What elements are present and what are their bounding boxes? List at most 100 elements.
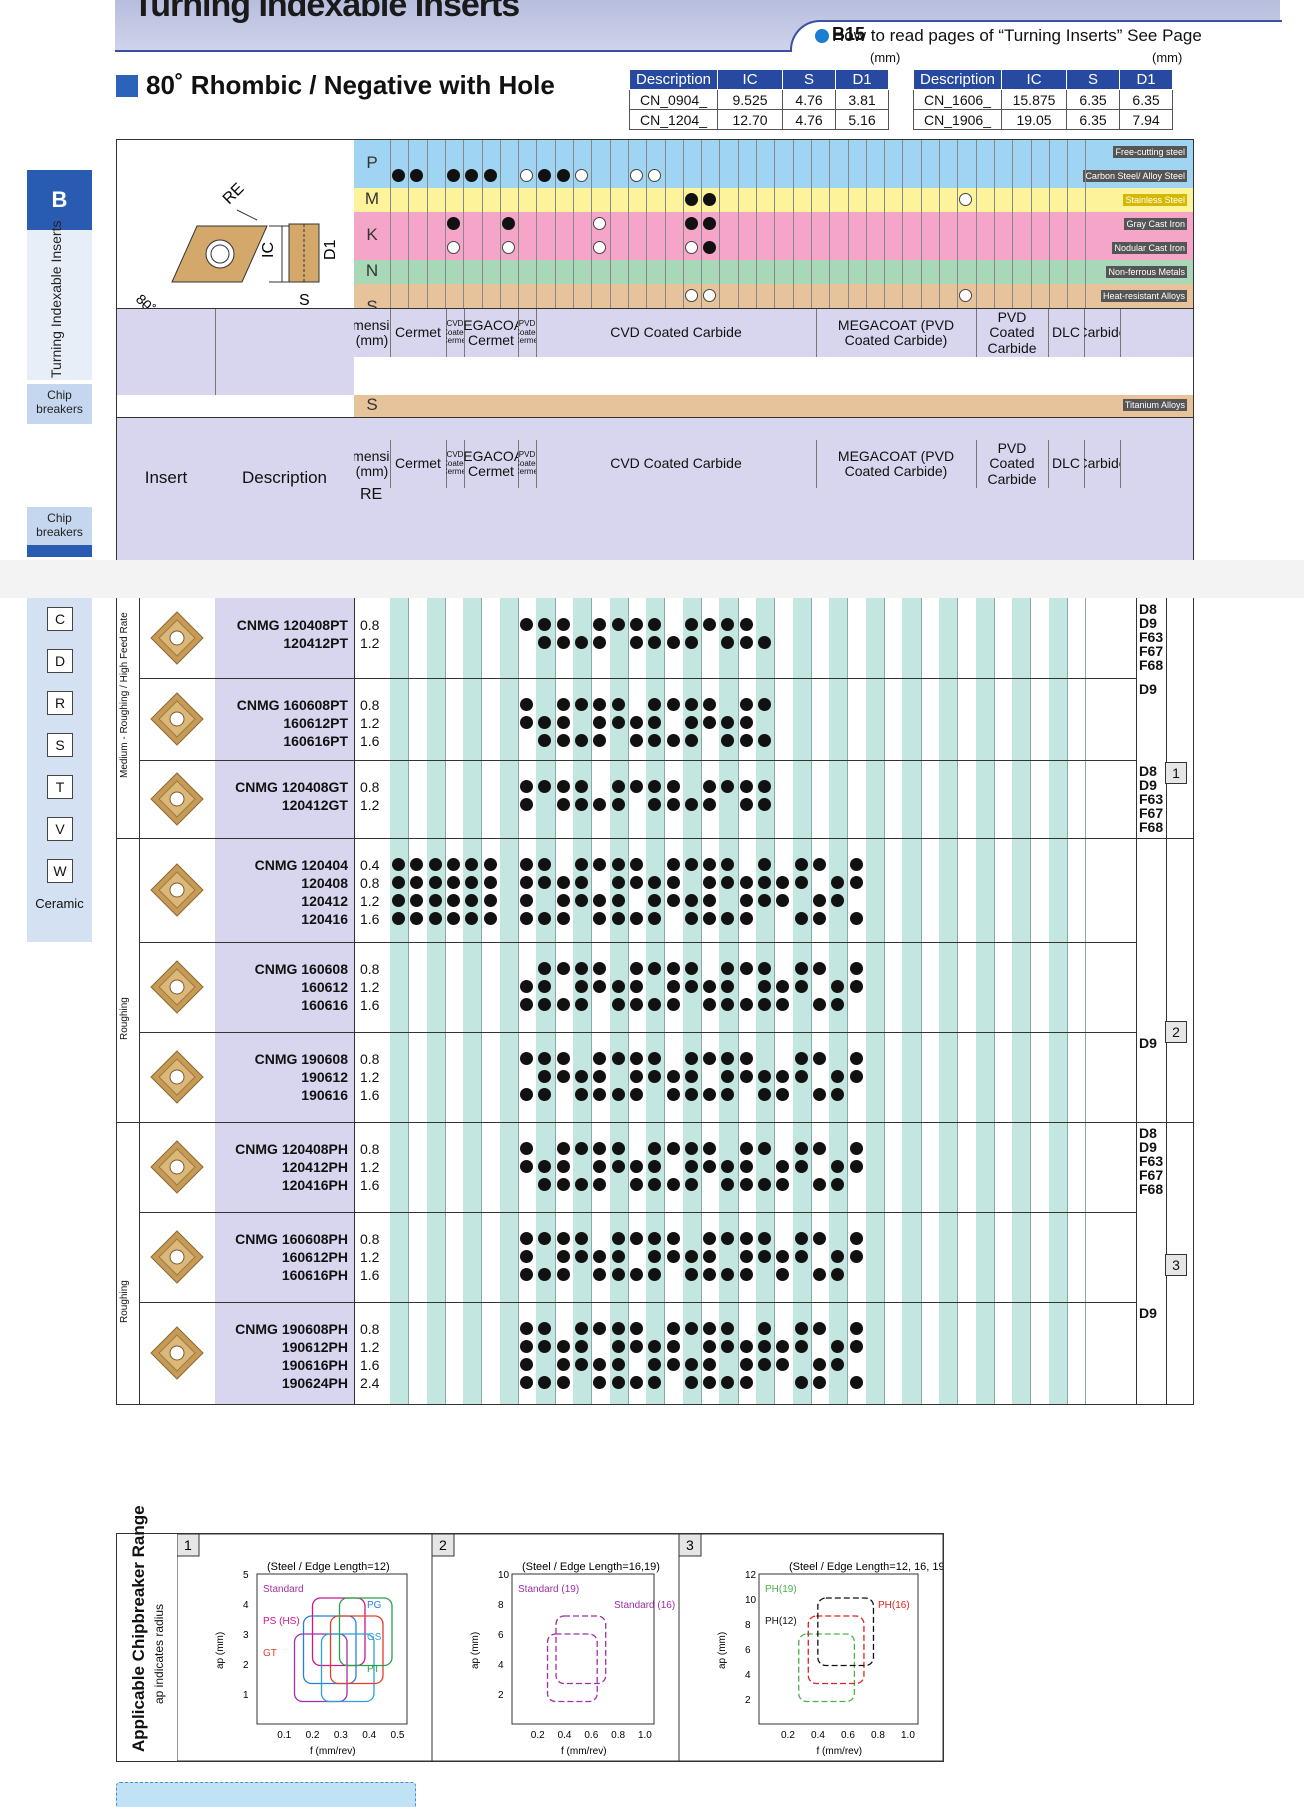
panel-title: Applicable Chipbreaker Range [129,1505,148,1752]
grid-line [1085,212,1087,260]
filled-dot-icon [776,980,790,993]
grade-header-cvd-coated-cermet: CVD Coated Cermet [446,440,465,488]
filled-dot-icon [758,876,771,889]
grade-header-cvd-coated-carbide: CVD Coated Carbide [536,440,817,488]
grid-line [701,212,703,260]
insert-description: CNMG 120408PT 120412PT [236,617,348,651]
filled-dot-icon [611,1160,625,1173]
filled-dot-icon [666,798,680,811]
sidebar-item-chip-breakers[interactable]: Chip breakers [27,384,92,424]
grid-line [1067,212,1069,260]
shape-item-v[interactable]: V [27,808,92,850]
y-tick-label: 4 [243,1600,249,1611]
filled-dot-icon [593,980,607,993]
filled-dot-icon [593,1376,607,1389]
grade-header-dimension: Dimension (mm) [354,309,391,357]
filled-dot-icon [666,876,680,889]
filled-dot-icon [831,1088,845,1101]
shape-item-ceramic[interactable]: Ceramic [27,892,92,942]
filled-dot-icon [556,998,570,1011]
grid-line [902,212,904,260]
filled-dot-icon [721,636,735,649]
filled-dot-icon [703,193,717,206]
filled-dot-icon [648,1070,662,1083]
filled-dot-icon [684,858,698,871]
grid-line [646,188,648,212]
grade-header-megacoat-pvd: MEGACOAT (PVD Coated Carbide) [816,440,977,488]
filled-dot-icon [556,1358,570,1371]
shape-item-r[interactable]: R [27,682,92,724]
panel-subtitle: ap indicates radius [152,1603,166,1704]
open-circle-icon [648,169,662,182]
grid-line [1067,140,1069,188]
grade-header-cvd-coated-carbide: CVD Coated Carbide [536,309,817,357]
shape-item-s[interactable]: S [27,724,92,766]
section-tab-b[interactable]: B [27,170,92,230]
filled-dot-icon [538,1088,552,1101]
filled-dot-icon [593,1268,607,1281]
filled-dot-icon [666,1322,680,1335]
grid-line [682,260,684,284]
filled-dot-icon [684,1376,698,1389]
filled-dot-icon [556,1232,570,1245]
filled-dot-icon [648,734,662,747]
grid-line [664,188,666,212]
cell: 12.70 [717,109,784,130]
grid-line [774,188,776,212]
filled-dot-icon [611,780,625,793]
filled-dot-icon [776,876,790,889]
series-label: PH(16) [878,1600,910,1611]
grid-line [1012,188,1014,212]
range-box-3[interactable]: 3 [1165,1254,1187,1276]
grid-line [573,140,574,188]
filled-dot-icon [776,1070,790,1083]
shape-item-c[interactable]: C [27,598,92,640]
filled-dot-icon [575,1250,588,1263]
shape-icon: R [47,691,73,715]
cell: CN_0904_ [628,89,719,110]
sidebar-item-chip-breakers[interactable]: Chip breakers [27,507,92,547]
filled-dot-icon [666,734,680,747]
shape-item-t[interactable]: T [27,766,92,808]
filled-dot-icon [703,618,717,631]
filled-dot-icon [465,169,479,182]
re-label: RE [220,180,248,208]
shape-icon: V [47,817,73,841]
shape-item-d[interactable]: D [27,640,92,682]
insert-col [117,309,216,429]
x-tick-label: 0.3 [334,1730,348,1741]
col-header: IC [1001,69,1068,90]
filled-dot-icon [739,1070,753,1083]
grid-line [627,188,629,212]
filled-dot-icon [575,636,588,649]
x-tick-label: 0.4 [558,1730,572,1741]
grid-line [426,212,428,260]
grid-line [518,260,520,284]
filled-dot-icon [575,734,588,747]
open-circle-icon [501,241,515,254]
range-box-2[interactable]: 2 [1165,1021,1187,1043]
filled-dot-icon [538,780,552,793]
grid-line [810,212,812,260]
filled-dot-icon [538,1232,552,1245]
cell: 6.35 [1066,89,1121,110]
corner-radius-values: 0.8 1.2 1.6 [360,697,380,749]
range-box-1[interactable]: 1 [1165,762,1187,784]
filled-dot-icon [721,1268,735,1281]
grade-column [482,598,501,1404]
grid-line [1085,188,1087,212]
sidebar-vertical-title: Turning Indexable Inserts [48,220,64,378]
how-to-read-link[interactable]: How to read pages of “Turning Inserts” S… [790,20,1282,52]
filled-dot-icon [593,894,607,907]
filled-dot-icon [611,912,625,925]
x-tick-label: 0.6 [584,1730,598,1741]
shape-item-w[interactable]: W [27,850,92,892]
filled-dot-icon [520,1142,534,1155]
filled-dot-icon [739,1178,753,1191]
group-separator [139,678,1136,679]
filled-dot-icon [538,962,552,975]
grid-line [664,212,666,260]
square-bullet-icon [116,75,138,97]
